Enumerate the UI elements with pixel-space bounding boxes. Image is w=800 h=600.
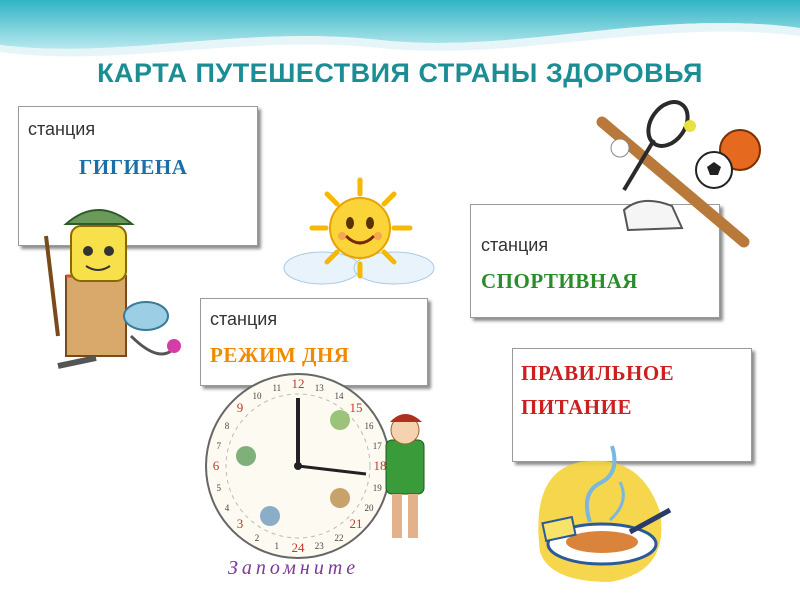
clock-number: 9 bbox=[237, 400, 244, 415]
station-gigiena-name: ГИГИЕНА bbox=[79, 155, 188, 179]
clock-number: 12 bbox=[292, 376, 305, 391]
clock-number: 1 bbox=[275, 541, 280, 551]
clock-number: 5 bbox=[217, 483, 222, 493]
page-title: КАРТА ПУТЕШЕСТВИЯ СТРАНЫ ЗДОРОВЬЯ bbox=[97, 58, 703, 88]
station-sport-name: СПОРТИВНАЯ bbox=[481, 269, 638, 293]
clock-number: 15 bbox=[350, 400, 363, 415]
clock-number: 3 bbox=[237, 516, 244, 531]
sports-equipment-illustration bbox=[596, 100, 761, 248]
clock-number: 22 bbox=[335, 533, 344, 543]
clock-number: 8 bbox=[225, 421, 230, 431]
station-sport-prefix: станция bbox=[481, 235, 549, 255]
top-wave-banner bbox=[0, 0, 800, 57]
clock-number: 21 bbox=[350, 516, 363, 531]
station-gigiena-prefix: станция bbox=[28, 119, 96, 139]
clock-number: 2 bbox=[255, 533, 260, 543]
station-pitanie-box: ПРАВИЛЬНОЕ ПИТАНИЕ bbox=[512, 348, 752, 462]
clock-number: 7 bbox=[217, 441, 222, 451]
clock-caption: Запомните bbox=[228, 557, 359, 579]
clock-number: 10 bbox=[253, 391, 263, 401]
clock-number: 6 bbox=[213, 458, 220, 473]
station-pitanie-line1: ПРАВИЛЬНОЕ bbox=[521, 361, 675, 385]
clock-number: 14 bbox=[335, 391, 345, 401]
hygiene-character-illustration bbox=[44, 209, 181, 369]
clock-number: 4 bbox=[225, 503, 230, 513]
station-rezhim-prefix: станция bbox=[210, 309, 278, 329]
clock-number: 20 bbox=[365, 503, 375, 513]
clock-number: 24 bbox=[292, 540, 306, 555]
station-rezhim-name: РЕЖИМ ДНЯ bbox=[210, 343, 350, 367]
clock-number: 16 bbox=[365, 421, 375, 431]
clock-number: 19 bbox=[373, 483, 383, 493]
clock-number: 23 bbox=[315, 541, 325, 551]
station-gigiena-box: станция ГИГИЕНА bbox=[18, 106, 258, 246]
clock-number: 11 bbox=[272, 383, 281, 393]
clock-number: 18 bbox=[374, 458, 387, 473]
soup-bowl-illustration bbox=[538, 445, 672, 582]
station-rezhim-box: станция РЕЖИМ ДНЯ bbox=[200, 298, 428, 386]
clock-number: 13 bbox=[315, 383, 325, 393]
sun-illustration bbox=[283, 177, 435, 285]
station-pitanie-line2: ПИТАНИЕ bbox=[521, 395, 632, 419]
clock-number: 17 bbox=[373, 441, 383, 451]
